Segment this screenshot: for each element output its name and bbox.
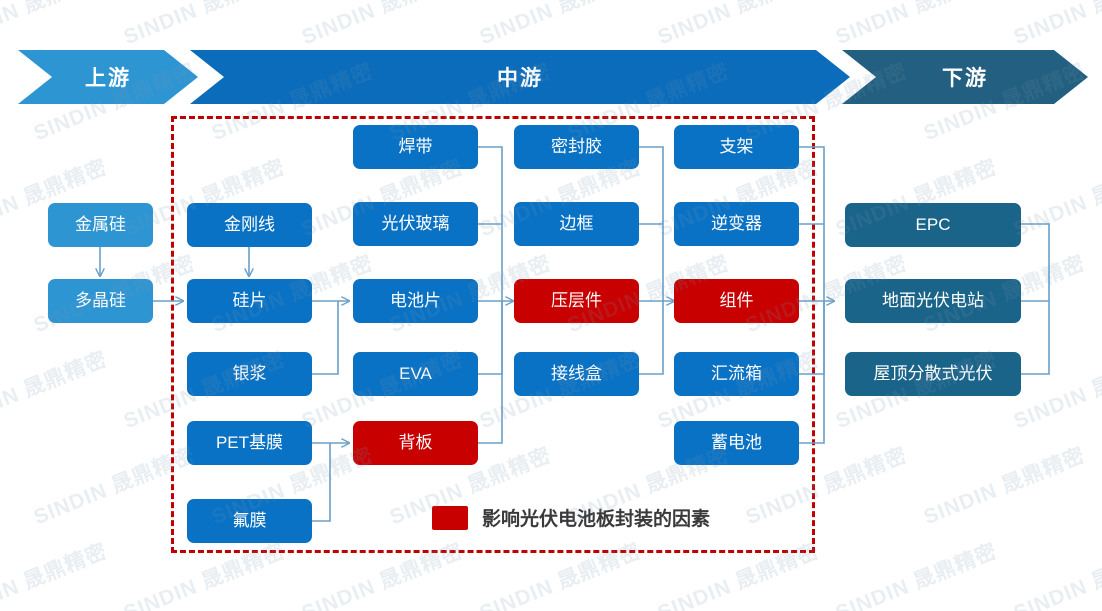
node-backsheet[interactable]: 背板 (353, 421, 478, 465)
node-inverter[interactable]: 逆变器 (674, 202, 799, 246)
node-pv-glass[interactable]: 光伏玻璃 (353, 202, 478, 246)
node-sealant[interactable]: 密封胶 (514, 125, 639, 169)
node-label: 逆变器 (711, 213, 762, 233)
node-label: 压层件 (551, 290, 602, 310)
node-label: 金刚线 (224, 214, 275, 234)
node-fluorine-film[interactable]: 氟膜 (187, 499, 312, 543)
node-label: 电池片 (390, 290, 441, 310)
node-eva[interactable]: EVA (353, 352, 478, 396)
node-label: 金属硅 (75, 214, 126, 234)
stage-chevron-midstream: 中游 (190, 50, 850, 104)
node-module[interactable]: 组件 (674, 279, 799, 323)
node-solar-cell[interactable]: 电池片 (353, 279, 478, 323)
node-label: 多晶硅 (75, 290, 126, 310)
node-solder-ribbon[interactable]: 焊带 (353, 125, 478, 169)
stage-label-downstream: 下游 (942, 67, 988, 90)
node-epc[interactable]: EPC (845, 203, 1021, 247)
node-label: 边框 (559, 213, 594, 233)
node-label: 氟膜 (232, 510, 267, 530)
node-label: 焊带 (398, 136, 433, 156)
node-poly-silicon[interactable]: 多晶硅 (48, 279, 153, 323)
node-label: 蓄电池 (711, 432, 762, 452)
stage-chevron-upstream: 上游 (18, 50, 198, 104)
node-label: 密封胶 (551, 136, 602, 156)
legend: 影响光伏电池板封装的因素 (432, 504, 710, 531)
node-silicon-wafer[interactable]: 硅片 (187, 279, 312, 323)
legend-label: 影响光伏电池板封装的因素 (482, 509, 711, 530)
node-laminate[interactable]: 压层件 (514, 279, 639, 323)
node-battery[interactable]: 蓄电池 (674, 421, 799, 465)
node-metal-silicon[interactable]: 金属硅 (48, 203, 153, 247)
value-chain-header: 上游 中游 下游 (0, 50, 1102, 104)
node-label: 接线盒 (551, 363, 602, 383)
node-label: 组件 (719, 290, 754, 310)
node-diamond-wire[interactable]: 金刚线 (187, 203, 312, 247)
node-junction-box[interactable]: 接线盒 (514, 352, 639, 396)
node-label: EPC (915, 214, 951, 234)
node-ground-pv-plant[interactable]: 地面光伏电站 (845, 279, 1021, 323)
node-label: EVA (399, 363, 432, 383)
stage-chevron-downstream: 下游 (842, 50, 1088, 104)
node-label: 光伏玻璃 (381, 213, 450, 233)
node-label: 汇流箱 (711, 363, 762, 383)
node-pet-base-film[interactable]: PET基膜 (187, 421, 312, 465)
midstream-boundary-region (171, 116, 815, 553)
node-silver-paste[interactable]: 银浆 (187, 352, 312, 396)
node-rooftop-pv[interactable]: 屋顶分散式光伏 (845, 352, 1021, 396)
node-label: 背板 (398, 432, 433, 452)
node-label: 地面光伏电站 (882, 290, 984, 310)
node-combiner-box[interactable]: 汇流箱 (674, 352, 799, 396)
legend-swatch-red (432, 505, 468, 530)
stage-label-upstream: 上游 (85, 67, 131, 90)
node-label: PET基膜 (215, 432, 284, 452)
node-label: 支架 (719, 136, 754, 156)
node-frame[interactable]: 边框 (514, 202, 639, 246)
node-label: 屋顶分散式光伏 (873, 363, 993, 383)
stage-label-midstream: 中游 (497, 67, 543, 90)
node-bracket[interactable]: 支架 (674, 125, 799, 169)
node-label: 硅片 (232, 290, 267, 310)
node-label: 银浆 (232, 363, 267, 383)
